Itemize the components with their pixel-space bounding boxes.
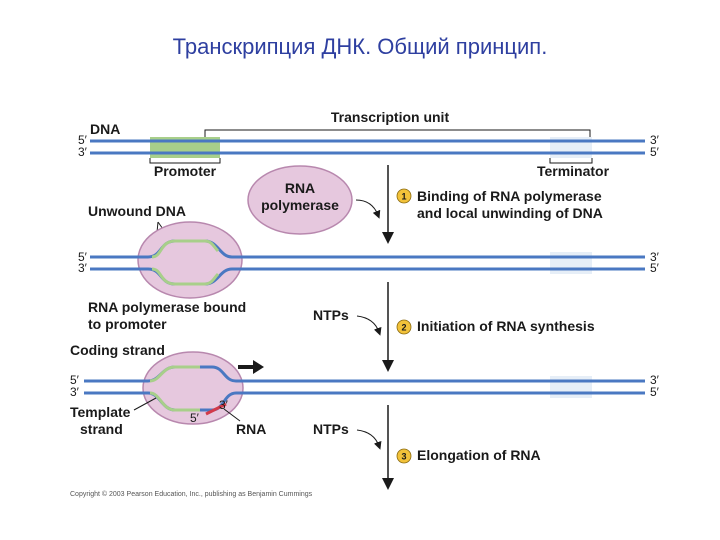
copyright-text: Copyright © 2003 Pearson Education, Inc.…: [70, 490, 313, 498]
polymerase-binding-arrow: [355, 199, 381, 219]
step1-text-line2: and local unwinding of DNA: [417, 205, 603, 221]
rna-polymerase-bound: [137, 221, 243, 299]
step1-number: 1: [401, 192, 406, 202]
rna-prime-3: 3′: [219, 398, 229, 412]
prime-5-row1-left: 5′: [78, 133, 88, 147]
prime-3-row1-right: 3′: [650, 133, 660, 147]
step1-text-line1: Binding of RNA polymerase: [417, 188, 602, 204]
step1-circle: [396, 188, 412, 204]
polymerase-bound-label-line1: RNA polymerase bound: [88, 299, 246, 315]
unwound-dna-label: Unwound DNA: [88, 203, 186, 219]
coding-strand-label: Coding strand: [70, 342, 165, 358]
step3-circle: [396, 448, 412, 464]
step3-text-line1: Elongation of RNA: [417, 447, 541, 463]
prime-3-row3-right: 3′: [650, 373, 660, 387]
terminator-bracket: [549, 158, 593, 164]
prime-3-row1-left: 3′: [78, 145, 88, 159]
promoter-unwound-bottom: [151, 267, 220, 286]
dna-label: DNA: [90, 121, 120, 137]
template-strand-label-line2: strand: [80, 421, 123, 437]
template-strand-green: [149, 391, 200, 412]
direction-arrow: [238, 360, 264, 374]
prime-5-row1-right: 5′: [650, 145, 660, 159]
promoter-bracket: [149, 158, 221, 164]
prime-5-row3-right: 5′: [650, 385, 660, 399]
terminator-label: Terminator: [537, 163, 610, 179]
rna-pointer: [223, 408, 241, 422]
terminator-region-row2: [550, 252, 592, 274]
coding-strand-green: [149, 365, 200, 383]
prime-3-row2-right: 3′: [650, 250, 660, 264]
template-strand-label-line1: Template: [70, 404, 131, 420]
ntps-arrow-1: [356, 315, 382, 336]
prime-3-row3-left: 3′: [70, 385, 80, 399]
polymerase-bound-label-line2: to promoter: [88, 316, 167, 332]
rna-prime-5: 5′: [190, 411, 200, 425]
promoter-unwound-top: [151, 239, 220, 259]
prime-5-row2-right: 5′: [650, 261, 660, 275]
promoter-label: Promoter: [154, 163, 217, 179]
ntps-label-1: NTPs: [313, 307, 349, 323]
prime-5-row3-left: 5′: [70, 373, 80, 387]
terminator-region-row3: [550, 376, 592, 398]
transcription-unit-label: Transcription unit: [331, 109, 450, 125]
ntps-label-2: NTPs: [313, 421, 349, 437]
step2-number: 2: [401, 323, 406, 333]
slide-title: Транскрипция ДНК. Общий принцип.: [172, 34, 548, 59]
rna-polymerase-free: [247, 165, 353, 235]
step3-number: 3: [401, 452, 406, 462]
rna-polymerase-label-line1: RNA: [285, 180, 315, 196]
transcription-unit-bracket: [204, 129, 591, 137]
rna-label: RNA: [236, 421, 266, 437]
rna-strand: [205, 402, 227, 416]
template-strand-pointer: [133, 397, 157, 411]
step2-circle: [396, 319, 412, 335]
step2-text-line1: Initiation of RNA synthesis: [417, 318, 595, 334]
prime-3-row2-left: 3′: [78, 261, 88, 275]
prime-5-row2-left: 5′: [78, 250, 88, 264]
rna-polymerase-label-line2: polymerase: [261, 197, 339, 213]
ntps-arrow-2: [356, 429, 382, 450]
